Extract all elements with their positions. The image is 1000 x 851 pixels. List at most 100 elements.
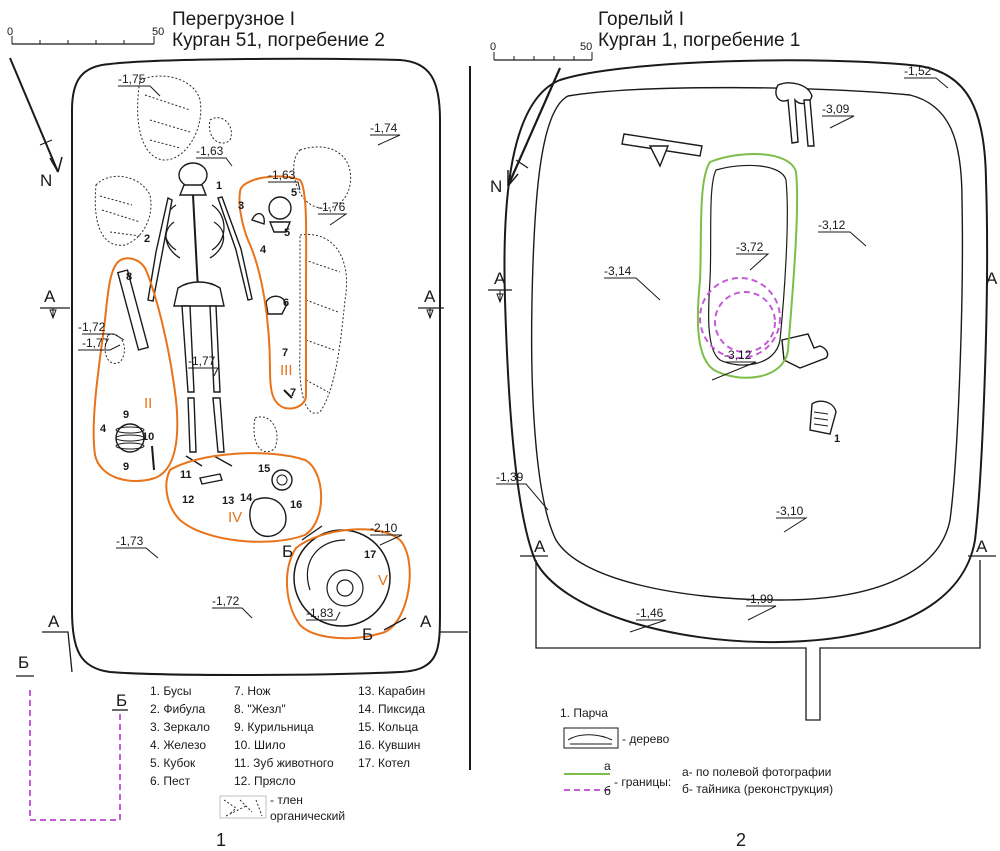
panel1-number: 1 [216,830,226,850]
legend-item: 13. Карабин [358,684,425,698]
legend-item: 7. Нож [234,684,271,698]
panel2-section-a-bottom-right: А [976,537,988,556]
panel2-section-a-bottom-left: А [534,537,546,556]
panel2-title-site: Горелый I [598,9,684,30]
legend-item: 1. Бусы [150,684,191,698]
panel2-scale-zero: 0 [490,41,496,53]
panel1-section-a-bottom-right: А [420,612,432,631]
legend-item: 8. "Жезл" [234,702,286,716]
zone-label: II [144,395,152,412]
depth-label: -1,39 [496,470,524,484]
panel1-north-arrow-icon: N [9,57,63,190]
panel2-scale-bar: 0 50 [490,41,593,61]
panel2-profile [535,560,981,721]
legend-item: 17. Котел [358,756,410,770]
panel-1: Перегрузное I Курган 51, погребение 2 0 … [7,9,468,850]
panel2-north-label: N [490,177,502,196]
panel2-depth-leaders [496,77,949,633]
depth-label: -1,63 [268,168,296,182]
depth-label: -1,75 [118,72,146,86]
panel1-section-b-bottom: Б [362,625,373,644]
panel1-section-lines: А А Б Б А А [40,287,468,673]
panel1-profile-b-right: Б [116,691,127,710]
find-number: 8 [126,271,132,283]
panel1-section-a-left: А [44,287,56,306]
legend-item: 2. Фибула [150,702,206,716]
find-number: 10 [142,431,154,443]
panel1-section-a-right: А [424,287,436,306]
panel2-legend: 1. Парча - дерево а б - границы: а- по п… [560,706,833,798]
depth-label: -1,77 [188,354,216,368]
find-number: 5 [284,227,290,239]
depth-label: -1,83 [306,606,334,620]
panel2-bones [621,82,837,435]
find-group-4-outline [165,452,323,543]
boundary-b-description: б- тайника (реконструкция) [682,782,833,796]
find-number: 12 [182,494,194,506]
depth-label: -1,46 [636,606,664,620]
panel-2: Горелый I Курган 1, погребение 1 0 50 N [488,9,998,850]
depth-label: -1,73 [116,534,144,548]
find-number: 6 [283,297,289,309]
panel2-number: 2 [736,830,746,850]
panel1-section-a-bottom-left: А [48,612,60,631]
find-number: 16 [290,499,302,511]
panel2-scale-fifty: 50 [580,41,592,53]
legend-item: 15. Кольца [358,720,419,734]
find-number: 1 [834,433,840,445]
panel1-organic-patches [94,75,352,453]
panel1-profile-b-left: Б [18,653,29,672]
depth-label: -2,10 [370,521,398,535]
zone-label: V [378,572,388,589]
panel1-scale-bar: 0 50 [7,26,164,45]
legend-item: 10. Шило [234,738,286,752]
panel2-mound-outer [503,59,989,644]
legend-item: 14. Пиксида [358,702,425,716]
panel1-title-site: Перегрузное I [172,9,295,30]
depth-label: -3,09 [822,102,850,116]
find-number: 14 [240,492,253,504]
depth-label: -1,76 [318,200,346,214]
find-number: 9 [123,461,129,473]
wood-swatch-icon [563,727,619,749]
panel2-section-a-right: А [986,269,998,288]
panel1-finds [115,196,293,538]
depth-label: -3,12 [818,218,846,232]
panel1-find-groups [92,175,411,640]
boundary-photo-outline [696,153,799,379]
depth-label: -3,10 [776,504,804,518]
wood-legend-label: - дерево [622,732,670,746]
panel2-section-lines: А А А А [488,269,998,557]
zone-label: III [280,362,293,379]
find-group-5-outline [286,528,411,640]
find-number: 4 [100,423,107,435]
panel2-title-burial: Курган 1, погребение 1 [598,30,800,51]
panel1-skeleton [147,162,253,467]
panel1-section-b-top: Б [282,542,293,561]
depth-label: -1,63 [196,144,224,158]
legend-item: 12. Прясло [234,774,296,788]
depth-label: -3,12 [724,348,752,362]
find-number: 2 [144,233,150,245]
legend-item: 11. Зуб животного [234,756,334,770]
depth-label: -3,14 [604,264,632,278]
panel1-legend: 1. Бусы 2. Фибула 3. Зеркало 4. Железо 5… [150,684,425,823]
find-number: 17 [364,549,376,561]
depth-label: -1,99 [746,592,774,606]
find-number: 5 [291,187,297,199]
depth-label: -1,77 [82,336,110,350]
panel2-section-a-left: А [494,269,506,288]
panel1-pit-outline [71,57,441,676]
find-number: 3 [238,200,244,212]
depth-label: -1,72 [212,594,240,608]
legend-item: 9. Курильница [234,720,314,734]
boundaries-prefix: - границы: [614,775,671,789]
panel1-depth-leaders [78,85,403,621]
legend-item: 4. Железо [150,738,206,752]
legend-item: 5. Кубок [150,756,196,770]
organic-legend-label: органический [270,809,345,823]
legend-item: 1. Парча [560,706,608,720]
find-group-2-outline [92,257,179,482]
panel2-mound-inner [530,86,964,601]
